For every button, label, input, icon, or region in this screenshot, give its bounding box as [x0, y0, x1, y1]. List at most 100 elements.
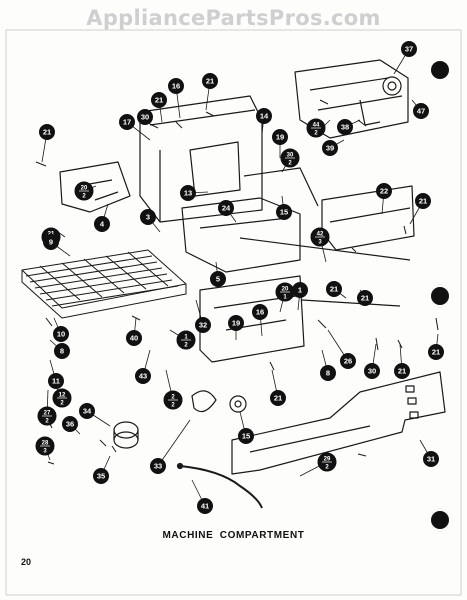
callout-bubble [150, 458, 166, 474]
callout-bubble [322, 140, 338, 156]
fan-bracket-outline [59, 161, 131, 213]
callout-bubble [79, 403, 95, 419]
callout-bubble [218, 200, 234, 216]
callout-bubble [292, 282, 308, 298]
side-rail-outline [239, 185, 415, 261]
callout-bubble [151, 92, 167, 108]
callout-number: 33 [154, 462, 162, 471]
callout-number: 10 [57, 330, 65, 339]
callout-number: 21 [274, 394, 282, 403]
callout-number: 1 [298, 286, 302, 295]
watermark: AppliancePartsPros.com [86, 6, 381, 30]
callout-22: 22 [376, 183, 392, 199]
binder-hole-mark [431, 511, 449, 529]
callout-number: 21 [155, 96, 163, 105]
callout-number: 15 [242, 432, 250, 441]
callout-number: 21 [361, 294, 369, 303]
callout-2-2: 22 [163, 390, 183, 410]
callout-17: 17 [119, 114, 135, 130]
callout-4: 4 [94, 216, 110, 232]
callout-28-3: 283 [35, 436, 55, 456]
callout-bubble [413, 103, 429, 119]
callout-bubble [394, 363, 410, 379]
callout-number: 24 [222, 204, 231, 213]
callout-bubble [195, 317, 211, 333]
callout-number: 32 [199, 321, 207, 330]
callout-bubble [202, 73, 218, 89]
callout-number: 16 [172, 82, 180, 91]
callout-1: 1 [292, 282, 308, 298]
callout-bubble [423, 451, 439, 467]
binder-hole-mark [431, 61, 449, 79]
callout-bubble [48, 373, 64, 389]
callout-number: 30 [368, 367, 376, 376]
callout-number: 47 [417, 107, 425, 116]
callout-bubble [140, 209, 156, 225]
rear-bracket-outline [294, 59, 409, 139]
callout-40: 40 [126, 330, 142, 346]
callout-21: 21 [270, 390, 286, 406]
callout-26: 26 [340, 353, 356, 369]
callout-bubble [168, 78, 184, 94]
callout-bubble [94, 216, 110, 232]
callout-bubble [415, 193, 431, 209]
callout-bubble [340, 353, 356, 369]
callout-number: 12 [59, 393, 66, 399]
callout-number: 19 [232, 319, 240, 328]
callout-bubble [180, 185, 196, 201]
callout-21: 21 [39, 124, 55, 140]
callout-19: 19 [228, 315, 244, 331]
callout-8: 8 [320, 365, 336, 381]
callout-number: 2 [171, 395, 175, 401]
callout-bubble [401, 41, 417, 57]
callout-bubble [43, 234, 59, 250]
callout-30: 30 [364, 363, 380, 379]
callout-38: 38 [337, 119, 353, 135]
crossmember-outline [181, 167, 319, 273]
callout-number: 39 [326, 144, 334, 153]
callout-number: 27 [44, 411, 51, 417]
callout-number: 3 [146, 213, 150, 222]
callout-bubble [197, 498, 213, 514]
callout-21: 21 [428, 344, 444, 360]
callout-quantity: 2 [60, 401, 64, 407]
callout-bubble [39, 124, 55, 140]
callout-bubble [337, 119, 353, 135]
callout-quantity: 2 [171, 403, 175, 409]
callout-14: 14 [256, 108, 272, 124]
callout-quantity: 2 [45, 419, 49, 425]
callout-number: 11 [52, 377, 60, 386]
callout-1-2: 12 [176, 330, 196, 350]
callout-number: 42 [317, 232, 324, 238]
callout-9: 9 [43, 234, 59, 250]
callout-quantity: 2 [288, 161, 292, 167]
callout-bubble [376, 183, 392, 199]
callout-29-2: 292 [317, 452, 337, 472]
callout-31: 31 [423, 451, 439, 467]
callout-number: 20 [282, 287, 289, 293]
callout-37: 37 [401, 41, 417, 57]
callout-21: 21 [326, 281, 342, 297]
callout-number: 21 [206, 77, 214, 86]
callout-number: 30 [287, 153, 294, 159]
callout-bubble [93, 468, 109, 484]
callout-number: 40 [130, 334, 138, 343]
callout-47: 47 [413, 103, 429, 119]
callout-bubble [320, 365, 336, 381]
callout-number: 43 [139, 372, 147, 381]
callout-number: 4 [100, 220, 105, 229]
callout-bubble [126, 330, 142, 346]
callout-11: 11 [48, 373, 64, 389]
callout-44-2: 442 [306, 118, 326, 138]
callout-quantity: 3 [318, 240, 322, 246]
callout-bubble [252, 304, 268, 320]
callout-number: 37 [405, 45, 413, 54]
callout-bubble [119, 114, 135, 130]
callout-number: 16 [256, 308, 264, 317]
callout-number: 15 [280, 208, 288, 217]
callout-number: 5 [216, 275, 220, 284]
callout-bubble [256, 108, 272, 124]
page-number: 20 [21, 557, 32, 567]
callout-quantity: 2 [82, 194, 86, 200]
